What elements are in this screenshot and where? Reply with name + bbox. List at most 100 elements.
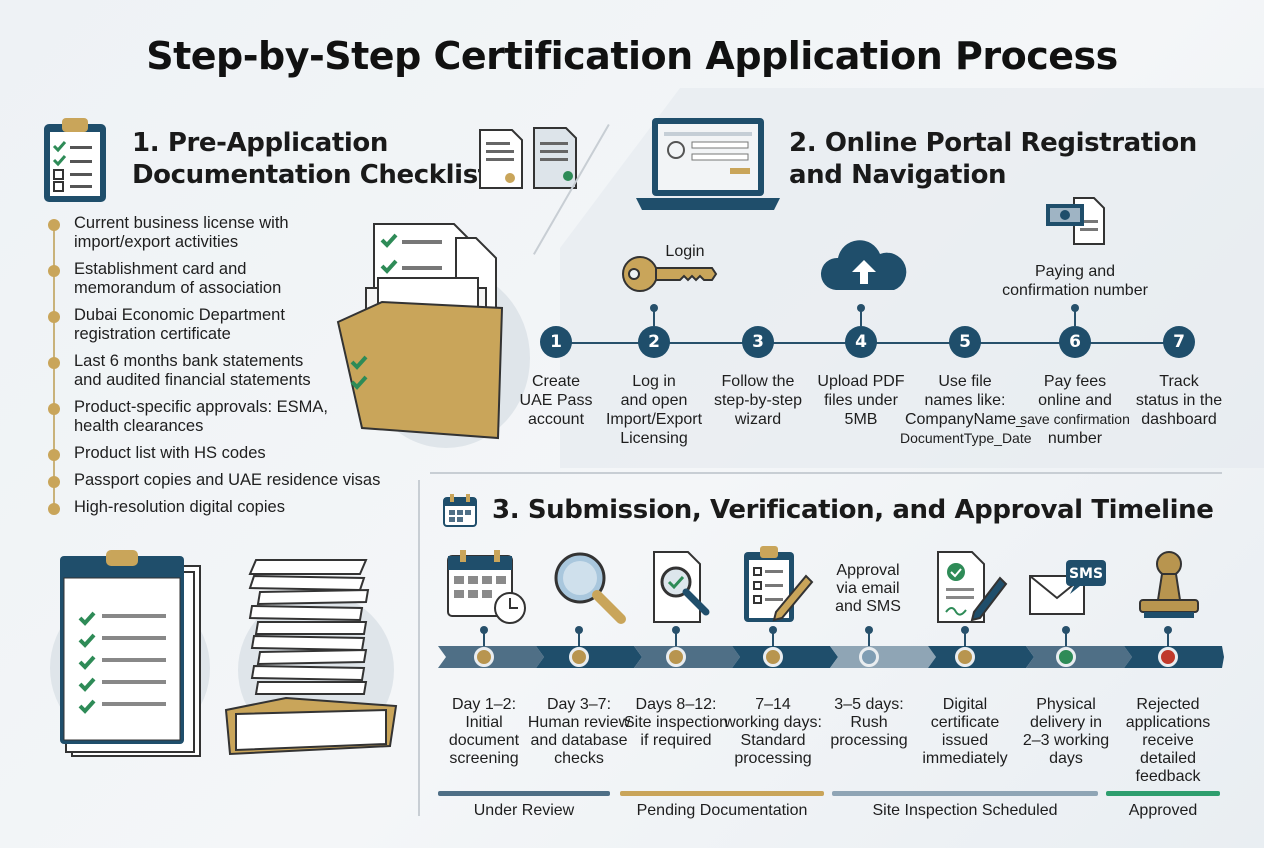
legend-label: Site Inspection Scheduled	[872, 802, 1058, 819]
checklist-item-line1: Product-specific approvals: ESMA,	[74, 398, 329, 416]
timeline-stem-dot	[575, 626, 583, 634]
bullet-dot	[48, 219, 60, 231]
timeline-stage-label-line: Days 8–12:	[635, 696, 717, 713]
timeline-stage-label-line: checks	[554, 750, 604, 767]
step-label-line: Upload PDF	[817, 373, 905, 390]
timeline-stem	[868, 630, 870, 646]
step-label-line: CompanyName_	[904, 411, 1026, 428]
checklist-item: Product list with HS codes	[48, 444, 398, 463]
step-label-line: 5MB	[844, 411, 878, 428]
timeline-stage-label-line: days	[1049, 750, 1083, 767]
timeline-stage-label-line: Standard	[740, 732, 806, 749]
step-number-5: 5	[949, 326, 981, 358]
timeline-stage-label-line: Rejected	[1136, 696, 1200, 713]
timeline-arrow	[438, 646, 1224, 668]
timeline-stage-dot	[1056, 647, 1076, 667]
approval-note-line3: and SMS	[835, 598, 901, 615]
stamp-icon	[1139, 551, 1199, 618]
section1-title-line2: Documentation Checklist	[132, 160, 490, 190]
timeline-stage-label-line: certificate	[930, 714, 1000, 731]
timeline-stem-dot	[672, 626, 680, 634]
checklist-item-line1: Current business license with	[74, 214, 289, 232]
timeline-stem	[964, 630, 966, 646]
section2-title-line1: 2. Online Portal Registration	[789, 128, 1197, 158]
timeline-stem	[772, 630, 774, 646]
step-number-3: 3	[742, 326, 774, 358]
step-label-line: and open	[620, 392, 688, 409]
step-label-line: Import/Export	[605, 411, 703, 428]
calendar-icon	[443, 494, 477, 527]
step-label-line: wizard	[734, 411, 782, 428]
timeline-arrow-segment	[1026, 646, 1132, 668]
legend-bar	[620, 791, 824, 796]
timeline-stem-dot	[1062, 626, 1070, 634]
magnifier-icon	[554, 552, 626, 624]
timeline-stage-dot	[569, 647, 589, 667]
paying-label: Paying and confirmation number	[990, 262, 1160, 300]
step-label-line: Follow the	[721, 373, 795, 390]
checklist-item-line2: import/export activities	[74, 233, 239, 251]
section-divider-horizontal	[430, 472, 1222, 474]
timeline-arrow-segment	[732, 646, 838, 668]
timeline-stage-label-line: screening	[449, 750, 519, 767]
timeline-stem-dot	[865, 626, 873, 634]
bullet-dot	[48, 403, 60, 415]
step-number-2: 2	[638, 326, 670, 358]
section1-title-line1: 1. Pre-Application	[132, 128, 388, 158]
legend-label: Approved	[1128, 802, 1198, 819]
timeline-stem	[483, 630, 485, 646]
timeline-stage-label-line: working days:	[724, 714, 822, 731]
timeline-stage-label-line: and database	[530, 732, 628, 749]
step-label-line: step-by-step	[713, 392, 803, 409]
timeline-arrow-segment	[536, 646, 642, 668]
timeline-stage-label-line: 7–14	[755, 696, 791, 713]
section-divider-vertical	[418, 480, 420, 816]
legend-label: Pending Documentation	[636, 802, 808, 819]
legend-bar	[438, 791, 610, 796]
timeline-stem-dot	[769, 626, 777, 634]
checklist-item-line1: Dubai Economic Department	[74, 306, 285, 324]
timeline-stage-dot	[1158, 647, 1178, 667]
login-label: Login	[665, 243, 705, 260]
timeline-stem-dot	[1164, 626, 1172, 634]
timeline-stage-label-line: Human review	[527, 714, 631, 731]
bullet-dot	[48, 449, 60, 461]
step-label-3: Follow the step-by-step wizard	[693, 372, 823, 429]
timeline-stage-label-line: Day 3–7:	[546, 696, 612, 713]
step-label-line: Log in	[632, 373, 676, 390]
timeline-stage-label-line: Physical	[1036, 696, 1096, 713]
timeline-stem-dot	[480, 626, 488, 634]
approval-note-line1: Approval	[836, 562, 900, 579]
step-label-line: Track	[1159, 373, 1199, 390]
paying-label-line1: Paying and	[1034, 263, 1116, 280]
cloud-upload-icon	[820, 240, 907, 290]
checklist-item-line1: High-resolution digital copies	[74, 498, 285, 516]
upload-stem	[860, 310, 862, 326]
legend-label: Under Review	[473, 802, 575, 819]
step-label-line: Licensing	[620, 430, 688, 447]
timeline-stage-label-line: document	[448, 732, 520, 749]
step-label-line: names like:	[924, 392, 1006, 409]
step-label-line: Create	[531, 373, 581, 390]
checklist-item-line2: memorandum of association	[74, 279, 282, 297]
checklist-item-line1: Product list with HS codes	[74, 444, 266, 462]
timeline-stage-label-line: 3–5 days:	[834, 696, 904, 713]
checklist-item-line2: and audited financial statements	[74, 371, 311, 389]
timeline-stage-label-line: Site inspection	[623, 714, 729, 731]
timeline-stem	[1167, 630, 1169, 646]
checklist-item-line1: Passport copies and UAE residence visas	[74, 471, 381, 489]
section3-title: 3. Submission, Verification, and Approva…	[492, 495, 1214, 525]
step-number-6: 6	[1059, 326, 1091, 358]
timeline-stem	[578, 630, 580, 646]
